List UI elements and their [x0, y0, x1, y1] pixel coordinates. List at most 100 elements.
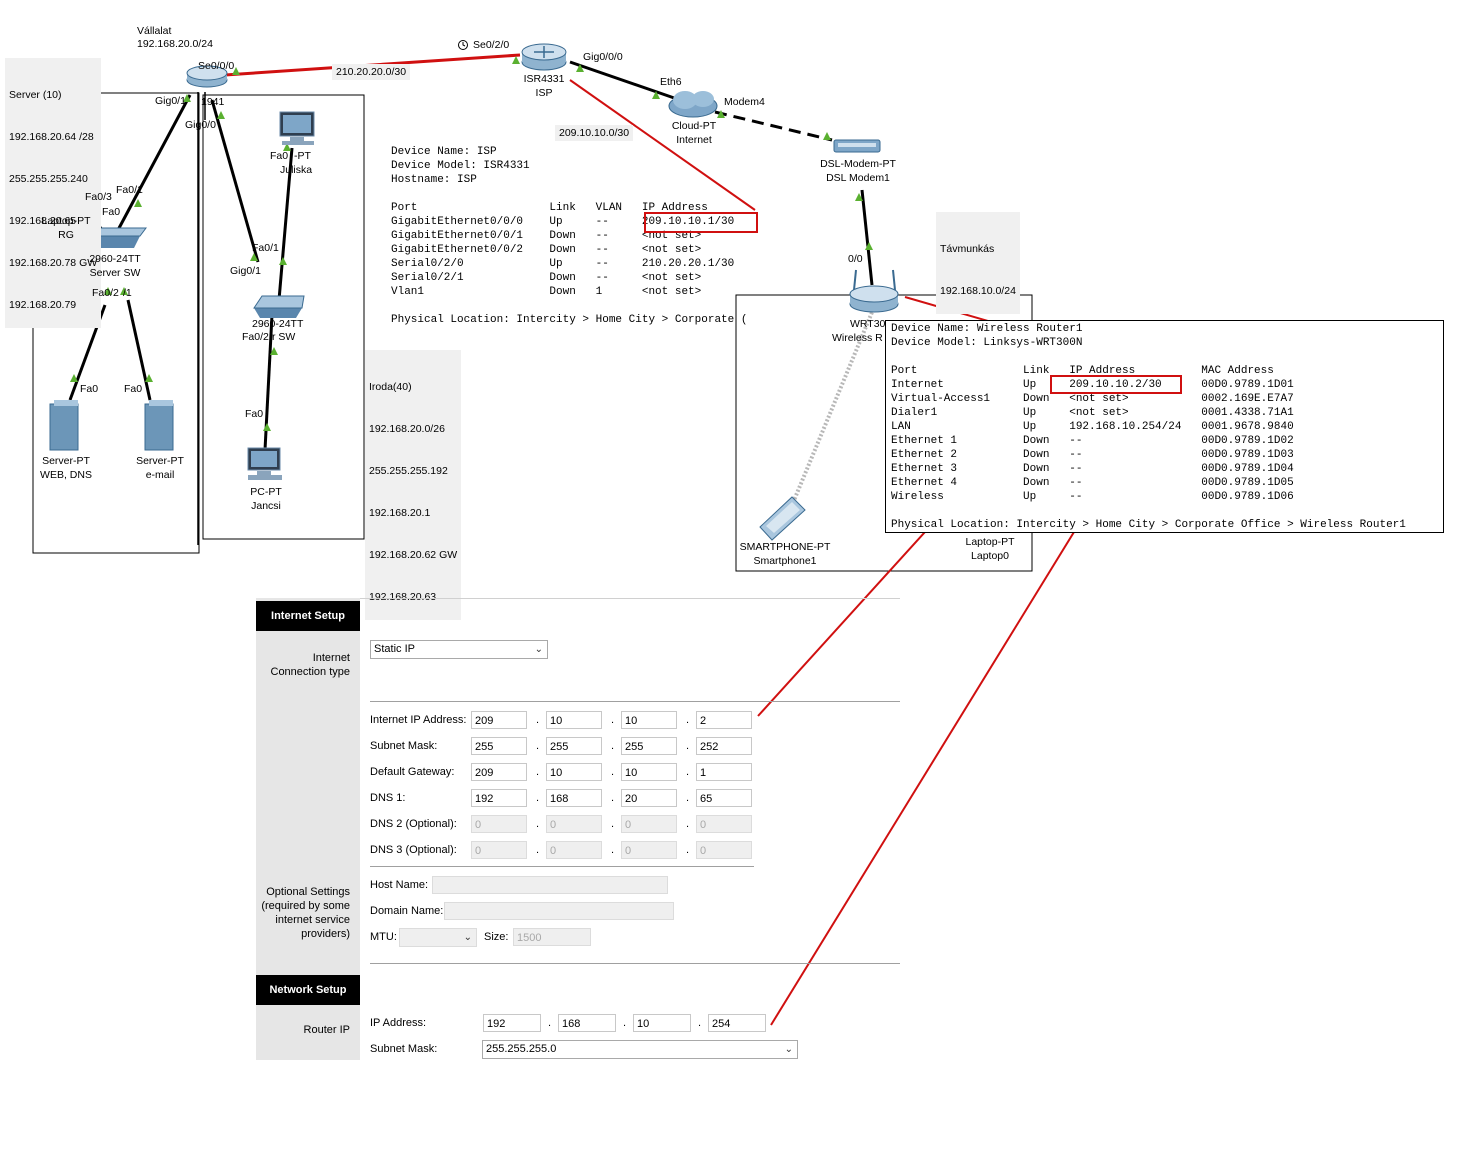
ip-octet-input[interactable]: 0	[621, 815, 677, 833]
port-label: Fa0/1	[116, 184, 143, 196]
port-label: Gig0/0/0	[583, 51, 623, 63]
smartphone-icon	[759, 496, 806, 541]
device-model: 2960-24TT	[252, 318, 304, 330]
router-ip-octet-input[interactable]: 10	[633, 1014, 691, 1032]
remote-note: Távmunkás 192.168.10.0/24	[936, 212, 1020, 314]
ip-octet-input[interactable]: 0	[546, 815, 602, 833]
router-ip-octet-input[interactable]: 254	[708, 1014, 766, 1032]
popup-line: LAN Up 192.168.10.254/24 0001.9678.9840	[891, 421, 1294, 433]
device-model: Laptop-PT	[965, 536, 1015, 548]
divider	[370, 866, 754, 867]
router-subnet-mask-select[interactable]: 255.255.255.0 ⌄	[482, 1040, 798, 1059]
company-name: Vállalat	[137, 25, 172, 37]
ip-octet-input[interactable]: 0	[471, 815, 527, 833]
wireless-router-icon	[849, 269, 899, 313]
cloud-icon	[668, 91, 718, 118]
ip-octet-input[interactable]: 0	[621, 841, 677, 859]
ip-octet-input[interactable]: 192	[471, 789, 527, 807]
router-officesw1-link	[210, 99, 260, 263]
pc-juliska-icon	[279, 111, 315, 145]
ip-octet-input[interactable]: 10	[546, 711, 602, 729]
port-label: Fa0/1	[252, 242, 279, 254]
mtu-select[interactable]: ⌄	[399, 928, 477, 947]
server-web-icon	[49, 400, 79, 451]
ip-octet-input[interactable]: 2	[696, 711, 752, 729]
ip-octet-input[interactable]: 255	[471, 737, 527, 755]
octet-separator: .	[686, 818, 690, 830]
office-area	[202, 94, 365, 540]
octet-separator: .	[698, 1017, 702, 1029]
popup-line: Device Name: ISP	[391, 146, 497, 158]
mtu-size-input[interactable]: 1500	[513, 928, 591, 946]
connection-type-select[interactable]: Static IP ⌄	[370, 640, 548, 659]
ip-octet-input[interactable]: 255	[621, 737, 677, 755]
ip-octet-input[interactable]: 0	[471, 841, 527, 859]
port-label: Eth6	[660, 76, 682, 88]
subnet-mask-value: 255.255.255.0	[486, 1043, 557, 1055]
router-ip-octet-input[interactable]: 192	[483, 1014, 541, 1032]
setup-side-internet	[256, 598, 360, 972]
device-model: -PT	[294, 150, 311, 162]
ip-octet-input[interactable]: 10	[621, 763, 677, 781]
popup-line	[391, 187, 747, 201]
octet-separator: .	[686, 844, 690, 856]
connection-type-label: Internet Connection type	[270, 652, 351, 678]
red-link-isp	[569, 79, 756, 211]
port-indicators	[70, 56, 873, 431]
ip-octet-input[interactable]: 20	[621, 789, 677, 807]
popup-line: GigabitEthernet0/0/0 Up -- 209.10.10.1/3…	[391, 216, 735, 228]
ip-octet-input[interactable]: 252	[696, 737, 752, 755]
ip-octet-input[interactable]: 0	[696, 815, 752, 833]
popup-line: Device Model: ISR4331	[391, 160, 530, 172]
device-model: Cloud-PT	[671, 120, 717, 132]
host-name-input[interactable]	[432, 876, 668, 894]
ip-octet-input[interactable]: 209	[471, 711, 527, 729]
port-label: Fa0	[102, 206, 121, 218]
ip-octet-input[interactable]: 255	[546, 737, 602, 755]
router-ip-address-label: IP Address:	[370, 1017, 427, 1029]
ip-octet-input[interactable]: 209	[471, 763, 527, 781]
ip-octet-input[interactable]: 168	[546, 789, 602, 807]
cloud-dsl-link	[714, 110, 833, 142]
domain-name-input[interactable]	[444, 902, 674, 920]
ip-octet-input[interactable]: 10	[621, 711, 677, 729]
popup-line: Dialer1 Up <not set> 0001.4338.71A1	[891, 407, 1294, 419]
device-name: e-mail	[145, 468, 175, 481]
router-model-label: 1941	[201, 96, 225, 108]
office-note-line: 192.168.20.1	[369, 507, 431, 519]
octet-separator: .	[536, 714, 540, 726]
octet-separator: .	[686, 740, 690, 752]
popup-line: Device Name: Wireless Router1	[891, 323, 1083, 335]
router-serversw-link	[116, 94, 192, 231]
popup-line: Ethernet 4 Down -- 00D0.9789.1D05	[891, 477, 1294, 489]
ip-octet-input[interactable]: 1	[696, 763, 752, 781]
octet-separator: .	[611, 818, 615, 830]
isp-ip-highlight	[644, 212, 758, 233]
router-1941-icon	[186, 65, 228, 88]
mtu-label: MTU:	[370, 931, 397, 943]
ip-octet-input[interactable]: 0	[546, 841, 602, 859]
ip-row-label: DNS 1:	[370, 792, 406, 804]
popup-line: Ethernet 2 Down -- 00D0.9789.1D03	[891, 449, 1294, 461]
device-model: ISR4331	[523, 73, 565, 85]
ip-octet-input[interactable]: 10	[546, 763, 602, 781]
ip-octet-input[interactable]: 0	[696, 841, 752, 859]
remote-net: 192.168.10.0/24	[940, 285, 1016, 297]
office-note-line: 255.255.255.192	[369, 465, 448, 477]
device-model: DSL-Modem-PT	[820, 158, 896, 170]
router-ip-octet-input[interactable]: 168	[558, 1014, 616, 1032]
popup-line: Internet Up 209.10.10.2/30 00D0.9789.1D0…	[891, 379, 1294, 391]
ip-row-label: Internet IP Address:	[370, 714, 467, 726]
sw-mail-link	[126, 299, 152, 401]
chevron-down-icon: ⌄	[784, 1044, 793, 1055]
popup-line: Physical Location: Intercity > Home City…	[391, 314, 748, 326]
ip-octet-input[interactable]: 65	[696, 789, 752, 807]
